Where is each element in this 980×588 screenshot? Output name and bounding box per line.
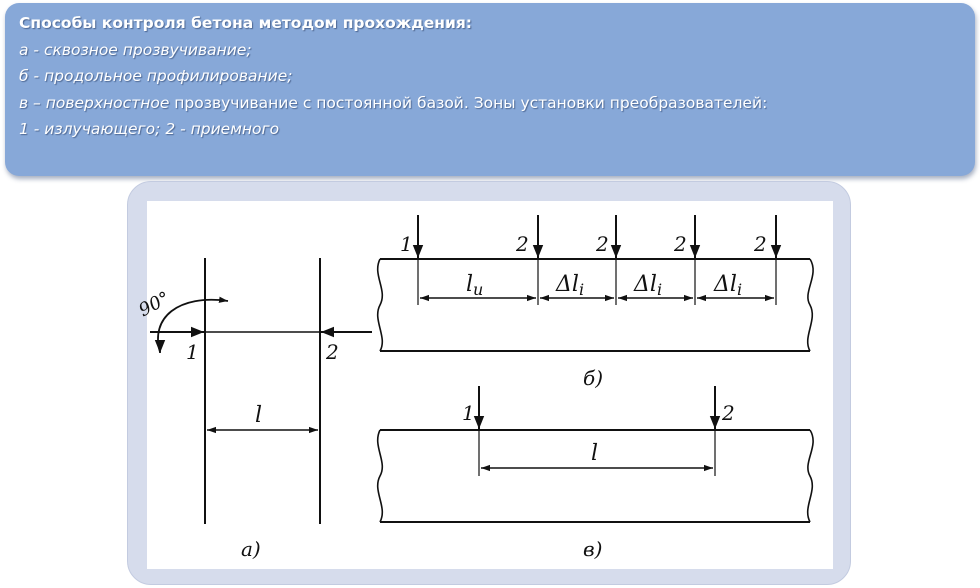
panel-b-base-main: l xyxy=(466,272,473,297)
panel-a-caption: а) xyxy=(241,537,261,561)
panel-b-step-2-sub: i xyxy=(657,280,662,299)
panel-b-step-label-1: Δli xyxy=(555,272,584,299)
panel-a-emitter-label: 1 xyxy=(186,340,199,364)
panel-b-base-label: lи xyxy=(466,272,483,299)
panel-c xyxy=(376,386,814,523)
panel-b-caption: б) xyxy=(583,366,603,390)
panel-b-step-3-sub: i xyxy=(737,280,742,299)
panel-c-left-break xyxy=(376,429,384,523)
figure-canvas xyxy=(147,201,833,569)
panel-c-emitter-label: 1 xyxy=(462,401,475,425)
panel-b-step-1-sub: i xyxy=(579,280,584,299)
panel-a-angle-label: 90° xyxy=(135,288,173,322)
panel-b-step-2-main: Δl xyxy=(633,272,657,297)
panel-b-emitter-label: 1 xyxy=(400,232,413,256)
panel-c-caption: в) xyxy=(583,537,602,561)
panel-a-distance-label: l xyxy=(255,403,262,428)
header-line-c-rest: прозвучивание с постоянной базой. Зоны у… xyxy=(169,93,768,112)
panel-c-receiver-label: 2 xyxy=(721,401,735,425)
panel-a-receiver-label: 2 xyxy=(325,340,339,364)
header-panel: Способы контроля бетона методом прохожде… xyxy=(5,3,975,176)
header-line-b: б - продольное профилирование; xyxy=(19,67,293,85)
header-title: Способы контроля бетона методом прохожде… xyxy=(19,14,472,32)
panel-c-distance-label: l xyxy=(591,441,598,466)
header-line-c: в – поверхностное прозвучивание с постоя… xyxy=(19,90,975,117)
panel-b-receiver-label-3: 2 xyxy=(673,232,687,256)
panel-a xyxy=(150,258,372,524)
header-line-a: а - сквозное прозвучивание; xyxy=(19,40,252,59)
header-line-d: 1 - излучающего; 2 - приемного xyxy=(19,120,280,138)
panel-b-base-sub: и xyxy=(473,280,483,299)
panel-b-step-1-main: Δl xyxy=(555,272,579,297)
header-line-c-italic: в – поверхностное xyxy=(19,93,170,112)
panel-b-left-break xyxy=(376,258,384,352)
panel-b-step-3-main: Δl xyxy=(713,272,737,297)
panel-b xyxy=(376,215,814,352)
panel-c-right-break xyxy=(806,429,814,523)
panel-b-receiver-label-1: 2 xyxy=(515,232,529,256)
panel-b-receiver-label-2: 2 xyxy=(595,232,609,256)
panel-b-right-break xyxy=(806,258,814,352)
panel-b-step-label-2: Δli xyxy=(633,272,662,299)
panel-b-step-label-3: Δli xyxy=(713,272,742,299)
panel-b-receiver-label-4: 2 xyxy=(753,232,767,256)
